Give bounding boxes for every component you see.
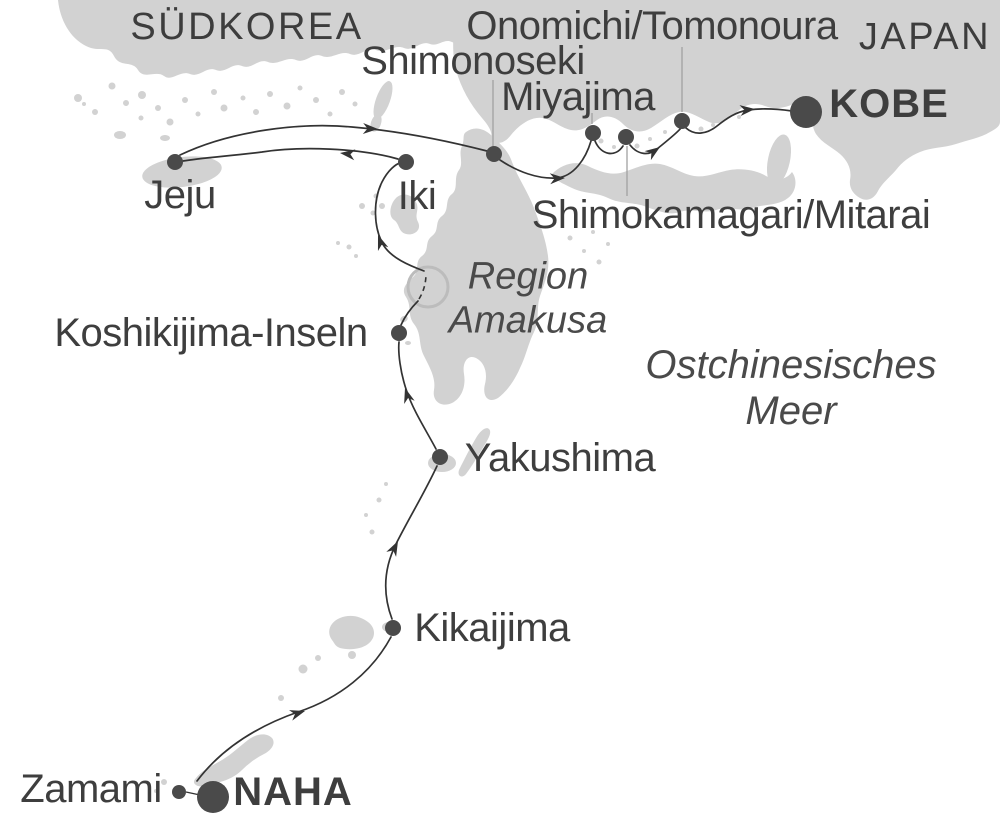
port-dot-iki [398, 154, 414, 170]
port-dot-naha [197, 781, 229, 813]
landmass-amami-okinawa-chain [154, 615, 396, 793]
port-dot-miyajima [585, 125, 601, 141]
port-dot-kikaijima [385, 620, 401, 636]
port-label-jeju: Jeju [144, 173, 216, 217]
port-label-zamami: Zamami [20, 767, 162, 811]
sea-label-line2: Meer [745, 389, 837, 433]
port-label-shimonoseki: Shimonoseki [361, 39, 585, 83]
landmass-jeju-island [142, 156, 222, 188]
label-leader-lines [492, 47, 683, 196]
route-arrows [289, 105, 755, 721]
port-dots [167, 96, 822, 813]
sea-label-line1: Ostchinesisches [645, 343, 937, 387]
scenic-label-line1: Region [467, 255, 589, 298]
scenic-label-line2: Amakusa [448, 299, 608, 341]
landmass-honshu [452, 0, 1000, 200]
landmass-kyushu [336, 128, 549, 405]
port-label-koshikijima: Koshikijima-Inseln [54, 311, 368, 355]
port-dot-zamami [172, 785, 186, 799]
port-dot-koshikijima [391, 325, 407, 341]
port-label-onomichi: Onomichi/Tomonoura [466, 4, 838, 48]
port-dot-yakushima [432, 449, 448, 465]
port-label-shimokamagari: Shimokamagari/Mitarai [531, 193, 931, 237]
region-label-japan: JAPAN [858, 16, 992, 58]
port-dot-jeju [167, 154, 183, 170]
port-label-iki: Iki [397, 174, 437, 218]
port-dot-onomichi [674, 113, 690, 129]
landmass-shikoku [552, 163, 796, 265]
landmass-tsushima [370, 81, 393, 132]
route-dashed-amakusa [418, 273, 427, 300]
port-label-kobe: KOBE [829, 82, 949, 126]
landmass-awaji [766, 134, 792, 186]
port-label-miyajima: Miyajima [501, 75, 655, 119]
cruise-route-line [179, 105, 793, 796]
port-dot-shimonoseki [486, 146, 502, 162]
port-label-yakushima: Yakushima [464, 436, 656, 480]
scenic-label-region-amakusa: Region Amakusa [449, 255, 607, 342]
sea-label-east-china-sea: Ostchinesisches Meer [645, 342, 936, 434]
port-dot-kobe [790, 96, 822, 128]
port-label-naha: NAHA [233, 770, 353, 814]
port-dot-shimokamagari [618, 129, 634, 145]
region-amakusa-ring [406, 265, 450, 309]
port-label-kikaijima: Kikaijima [414, 606, 570, 650]
region-label-southkorea: SÜDKOREA [130, 6, 364, 48]
landmass-south-korea [58, 0, 505, 141]
